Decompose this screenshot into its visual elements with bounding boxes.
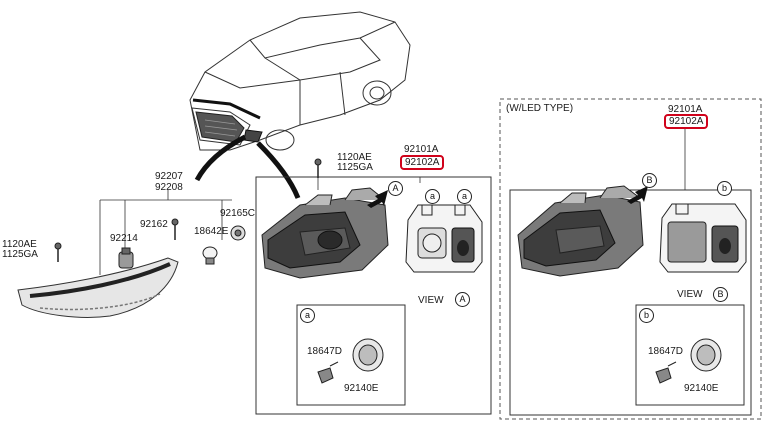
pointer-arc-left: [194, 134, 247, 182]
part-label-92162: 92162: [140, 219, 168, 230]
part-label-1125GA-center: 1125GA: [337, 162, 373, 173]
center-group-frame: [255, 176, 492, 415]
part-label-92165C: 92165C: [220, 208, 256, 219]
headlamp-rear-view-b: [659, 203, 747, 273]
led-inner-frame: [509, 189, 752, 416]
callout-view-b: B: [642, 173, 657, 188]
screw-92162: [171, 218, 179, 240]
vehicle-grille: [192, 98, 263, 143]
part-label-1120AE-left: 1120AE: [2, 239, 37, 250]
view-b-letter: B: [713, 287, 728, 302]
bolt-center: [314, 158, 322, 178]
part-label-92214: 92214: [110, 233, 138, 244]
part-label-1125GA-left: 1125GA: [2, 249, 38, 260]
headlamp-rear-view-a: [405, 204, 483, 273]
grommet-92165C: [230, 225, 246, 241]
part-label-92207: 92207: [155, 171, 183, 182]
part-label-18642E: 18642E: [194, 226, 229, 237]
bulb-18642E: [202, 246, 218, 265]
view-a-label: VIEW: [418, 295, 444, 306]
detail-a-tag: a: [300, 308, 315, 323]
arrow-view-b: [627, 186, 648, 204]
arrow-view-a: [367, 190, 388, 208]
part-label-18647D-b: 18647D: [648, 346, 684, 357]
detail-b-bulb: [655, 361, 677, 384]
led-type-title: (W/LED TYPE): [506, 103, 574, 114]
pointer-arc-right: [256, 141, 301, 199]
part-label-92101A-led: 92101A: [668, 104, 703, 115]
callout-detail-a-1: a: [425, 189, 440, 204]
part-label-92102A-led: 92102A: [664, 114, 709, 129]
callout-view-a: A: [388, 181, 403, 196]
headlamp-center: [261, 187, 389, 279]
part-label-18647D-a: 18647D: [307, 346, 343, 357]
detail-b-tag: b: [639, 308, 654, 323]
led-group-frame: [499, 98, 762, 420]
socket-92214: [118, 247, 134, 269]
part-label-1120AE-center: 1120AE: [337, 152, 372, 163]
part-label-92102A-center: 92102A: [400, 155, 445, 170]
vehicle-outline: [189, 11, 411, 151]
detail-a-bulb: [317, 361, 339, 384]
part-label-92140E-b: 92140E: [684, 383, 719, 394]
callout-detail-b: b: [717, 181, 732, 196]
headlamp-led: [517, 185, 644, 277]
drl-lamp-strip: [17, 257, 179, 318]
detail-b-frame: [635, 304, 745, 406]
part-label-92208: 92208: [155, 182, 183, 193]
detail-a-frame: [296, 304, 406, 406]
detail-b-cap: [690, 338, 722, 372]
bolt-left: [54, 242, 62, 262]
callout-detail-a-2: a: [457, 189, 472, 204]
part-label-92101A-center: 92101A: [404, 144, 439, 155]
detail-a-cap: [352, 338, 384, 372]
view-b-label: VIEW: [677, 289, 703, 300]
part-label-92140E-a: 92140E: [344, 383, 379, 394]
view-a-letter: A: [455, 292, 470, 307]
